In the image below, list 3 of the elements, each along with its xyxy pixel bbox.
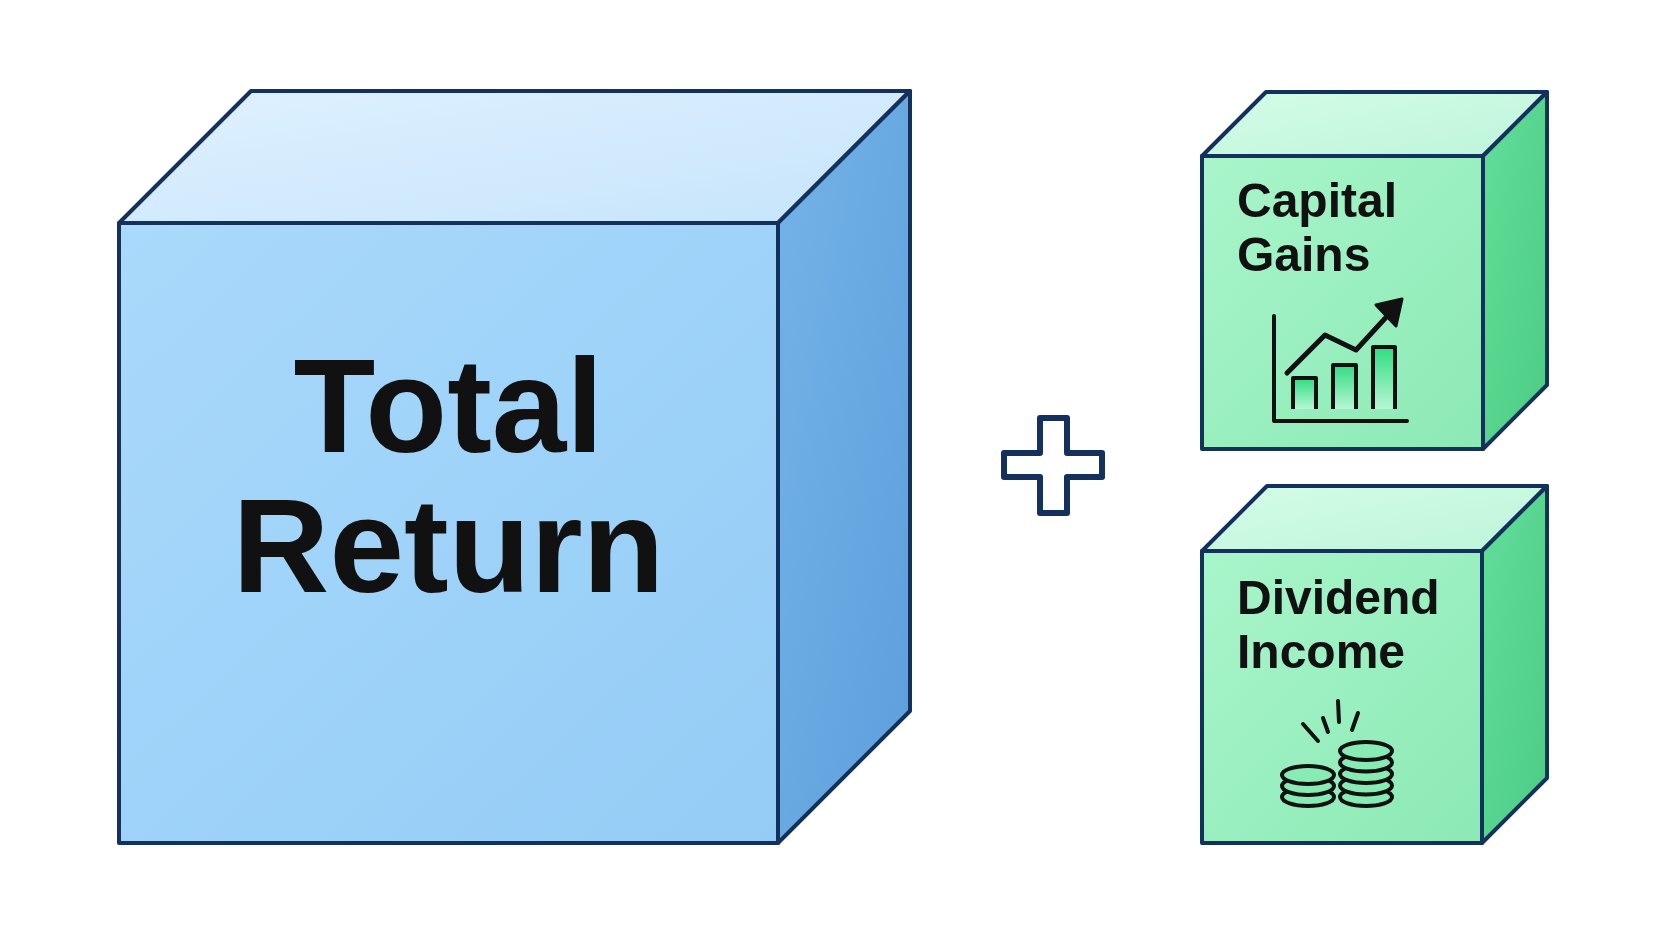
cube-label: Capital Gains	[1237, 174, 1398, 282]
cube-label: Total Return	[232, 336, 665, 616]
cube-label: Dividend Income	[1237, 571, 1440, 679]
